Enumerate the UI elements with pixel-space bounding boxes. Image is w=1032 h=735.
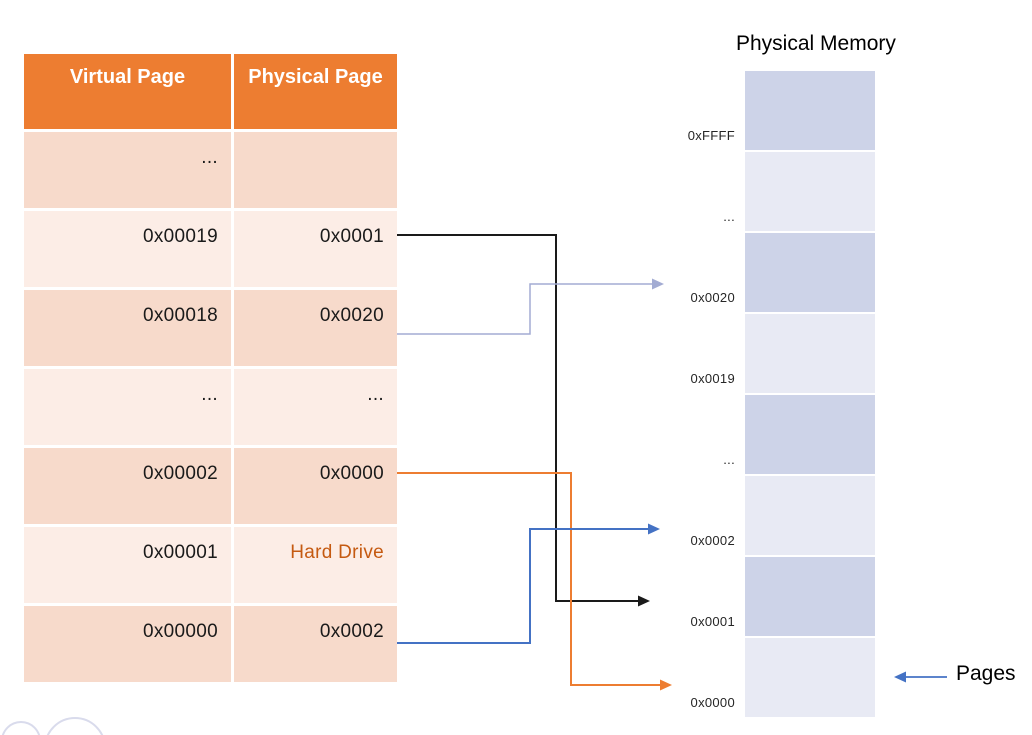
memory-address-label: 0x0000: [690, 695, 735, 710]
page-table-cell-virtual: 0x00001: [24, 527, 231, 603]
page-table-cell-virtual: 0x00002: [24, 448, 231, 524]
memory-address-label: 0x0020: [690, 290, 735, 305]
page-table-cell-virtual: ...: [24, 132, 231, 208]
page-table-cell-physical: Hard Drive: [234, 527, 397, 603]
memory-page-cell: [745, 233, 875, 312]
page-table-cell-physical: 0x0020: [234, 290, 397, 366]
arrowhead-map-0x0001: [638, 595, 650, 607]
connector-map-0x0001: [397, 234, 638, 602]
page-table-cell-virtual: 0x00018: [24, 290, 231, 366]
page-table: Virtual Page Physical Page ... 0x00019 0…: [24, 54, 397, 682]
pages-label: Pages: [956, 662, 1016, 685]
decorative-circle-icon: [44, 717, 106, 735]
page-table-cell-physical: ...: [234, 369, 397, 445]
memory-page-cell: [745, 638, 875, 717]
decorative-circle-icon: [1, 721, 41, 735]
page-table-header-physical: Physical Page: [234, 54, 397, 129]
memory-address-label: 0x0002: [690, 533, 735, 548]
memory-address-label: 0xFFFF: [687, 128, 735, 143]
memory-page-cell: [745, 557, 875, 636]
memory-address-label: 0x0001: [690, 614, 735, 629]
memory-address-label: 0x0019: [690, 371, 735, 386]
memory-page-cell: [745, 152, 875, 231]
memory-page-cell: [745, 71, 875, 150]
connector-map-0x0002: [397, 528, 648, 644]
page-table-cell-virtual: 0x00000: [24, 606, 231, 682]
memory-address-label: ...: [723, 209, 735, 224]
memory-page-cell: [745, 476, 875, 555]
memory-page-cell: [745, 395, 875, 474]
page-table-cell-physical: [234, 132, 397, 208]
page-table-cell-physical: 0x0001: [234, 211, 397, 287]
page-table-cell-virtual: ...: [24, 369, 231, 445]
page-table-cell-physical: 0x0000: [234, 448, 397, 524]
connector-map-0x0000: [397, 472, 660, 686]
page-table-cell-physical: 0x0002: [234, 606, 397, 682]
physical-memory-title: Physical Memory: [736, 32, 896, 55]
page-table-header-virtual: Virtual Page: [24, 54, 231, 129]
connector-map-0x0020: [397, 283, 652, 335]
page-table-cell-virtual: 0x00019: [24, 211, 231, 287]
physical-memory-stack: 0xFFFF ... 0x0020 0x0019 ... 0x0002 0x00…: [655, 71, 875, 717]
arrowhead-pages-pointer: [894, 671, 906, 683]
memory-page-cell: [745, 314, 875, 393]
memory-address-label: ...: [723, 452, 735, 467]
